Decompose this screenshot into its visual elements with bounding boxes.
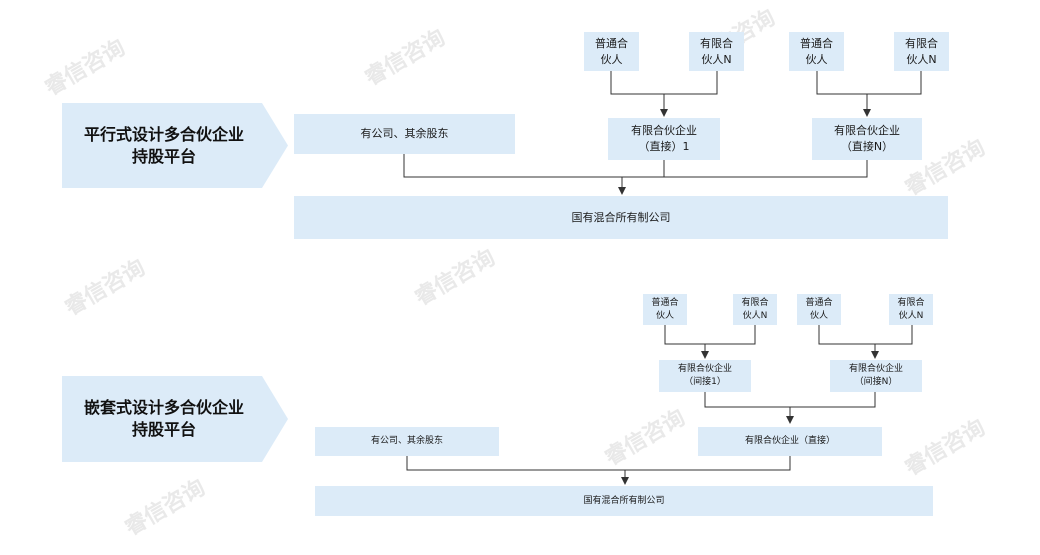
banner-arrow-shape <box>62 376 288 462</box>
nested-target-company: 国有混合所有制公司 <box>315 486 933 516</box>
nested-lp-2: 有限合 伙人N <box>889 294 933 325</box>
nested-gp-2: 普通合 伙人 <box>797 294 841 325</box>
nested-lp-enterprise-2: 有限合伙企业 （间接N） <box>830 360 922 392</box>
parallel-banner: 平行式设计多合伙企业 持股平台 <box>62 103 288 188</box>
nested-gp-1: 普通合 伙人 <box>643 294 687 325</box>
parallel-target-company: 国有混合所有制公司 <box>294 196 948 239</box>
parallel-lp-2: 有限合 伙人N <box>894 32 949 71</box>
nested-other-shareholders: 有公司、其余股东 <box>315 427 499 456</box>
nested-lp-enterprise-1: 有限合伙企业 （间接1） <box>659 360 751 392</box>
nested-banner: 嵌套式设计多合伙企业 持股平台 <box>62 376 288 462</box>
parallel-gp-1: 普通合 伙人 <box>584 32 639 71</box>
parallel-gp-2: 普通合 伙人 <box>789 32 844 71</box>
parallel-other-shareholders: 有公司、其余股东 <box>294 114 515 154</box>
parallel-lp-enterprise-2: 有限合伙企业 （直接N） <box>812 118 922 160</box>
nested-lp-1: 有限合 伙人N <box>733 294 777 325</box>
parallel-banner-title: 平行式设计多合伙企业 持股平台 <box>83 124 244 166</box>
nested-direct-enterprise: 有限合伙企业（直接） <box>698 427 882 456</box>
nested-banner-title: 嵌套式设计多合伙企业 持股平台 <box>83 398 244 439</box>
parallel-lp-enterprise-1: 有限合伙企业 （直接）1 <box>608 118 720 160</box>
banner-arrow-shape <box>62 103 288 188</box>
parallel-lp-1: 有限合 伙人N <box>689 32 744 71</box>
